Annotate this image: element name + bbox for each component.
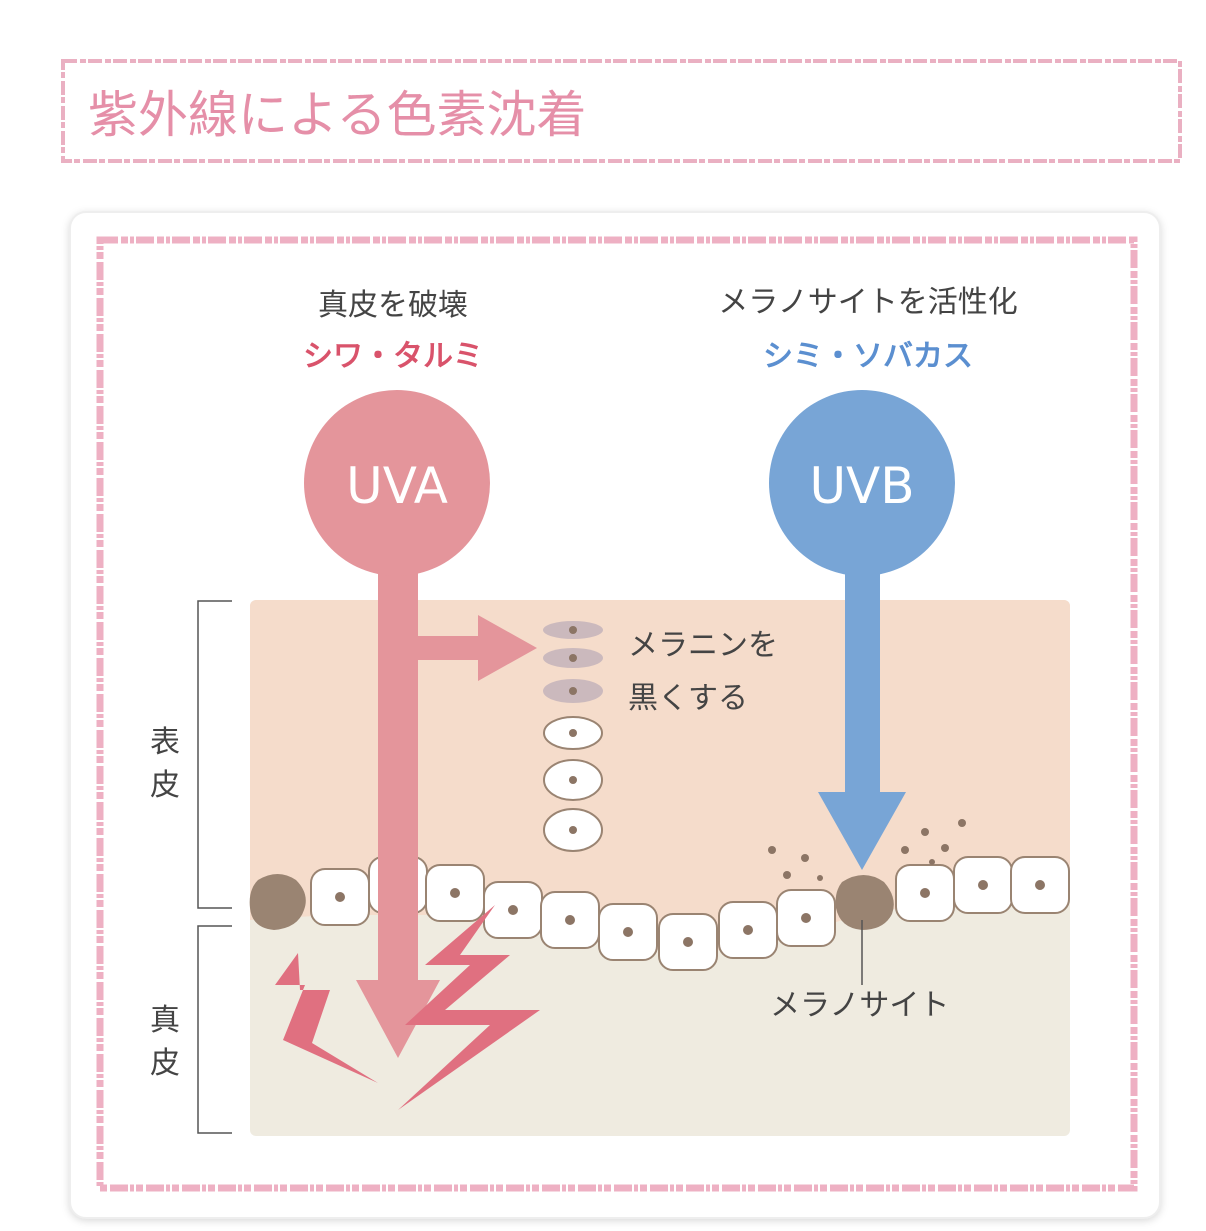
cell-nucleus bbox=[623, 927, 633, 937]
uvb-arrow bbox=[818, 560, 906, 870]
cell-nucleus bbox=[978, 880, 988, 890]
uva-circle bbox=[304, 390, 490, 576]
cell-nucleus bbox=[508, 905, 518, 915]
melanocyte-right bbox=[835, 875, 894, 930]
melanin-note-line2: 黒くする bbox=[628, 681, 748, 716]
cell-nucleus bbox=[1035, 880, 1045, 890]
cell-nucleus bbox=[920, 888, 930, 898]
lightning-bolt-left bbox=[275, 953, 378, 1083]
uva-label: UVA bbox=[346, 457, 448, 515]
melanocyte-label: メラノサイト bbox=[770, 988, 949, 1023]
melanin-cells bbox=[543, 621, 603, 852]
cell-nucleus bbox=[565, 915, 575, 925]
epidermis-label-2: 皮 bbox=[150, 768, 180, 803]
uvb-circle bbox=[769, 390, 955, 576]
inner-frame bbox=[96, 236, 1138, 1192]
melanin-particles bbox=[768, 819, 966, 881]
uva-effect: 真皮を破壊 bbox=[318, 288, 468, 323]
uva-group: 真皮を破壊 シワ・タルミ UVA bbox=[275, 288, 540, 1110]
cell-nucleus bbox=[743, 925, 753, 935]
uvb-label: UVB bbox=[809, 457, 914, 515]
dermis-label-1: 真 bbox=[150, 1003, 180, 1038]
uvb-result: シミ・ソバカス bbox=[763, 339, 973, 374]
melanocyte-left bbox=[249, 874, 306, 930]
melanin-note-line1: メラニンを bbox=[628, 628, 778, 663]
cell-nucleus bbox=[683, 937, 693, 947]
cell-nucleus bbox=[450, 888, 460, 898]
layer-brackets bbox=[197, 600, 232, 1134]
page-title: 紫外線による色素沈着 bbox=[88, 86, 587, 144]
cell-nucleus bbox=[335, 892, 345, 902]
epidermis-label-1: 表 bbox=[150, 725, 180, 760]
uvb-group: メラノサイトを活性化 シミ・ソバカス UVB bbox=[718, 285, 1018, 870]
uvb-effect: メラノサイトを活性化 bbox=[718, 285, 1017, 320]
uva-arrow bbox=[356, 560, 537, 1058]
uva-result: シワ・タルミ bbox=[303, 339, 483, 374]
cell-nucleus bbox=[801, 913, 811, 923]
dermis-label-2: 皮 bbox=[150, 1046, 180, 1081]
lightning-bolt-right bbox=[398, 905, 540, 1110]
title-box: 紫外線による色素沈着 bbox=[61, 59, 1182, 163]
